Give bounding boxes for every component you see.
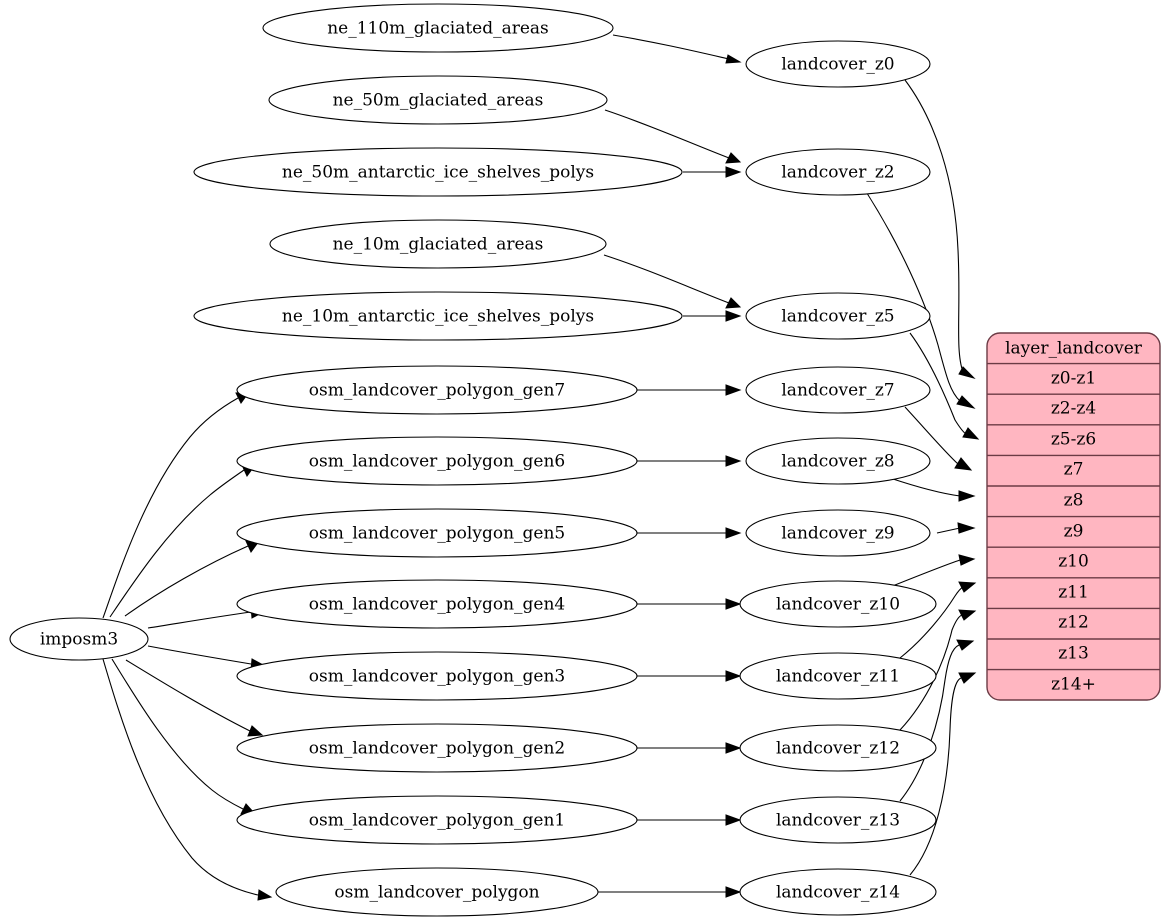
node-osm-landcover-polygon-gen4-label: osm_landcover_polygon_gen4 <box>309 595 565 615</box>
edge-gen5-to-lc-z9 <box>637 527 742 539</box>
table-row-z0-z1[interactable]: z0-z1 <box>1051 369 1096 389</box>
node-osm-landcover-polygon-gen4[interactable]: osm_landcover_polygon_gen4 <box>236 579 638 629</box>
node-ne-50m-antarctic-ice-shelves-polys-label: ne_50m_antarctic_ice_shelves_polys <box>282 163 594 183</box>
node-landcover-z10[interactable]: landcover_z10 <box>739 580 937 628</box>
edge-lc-z8-to-row-z8 <box>889 477 976 502</box>
edge-imposm3-to-gen2 <box>125 659 264 737</box>
node-landcover-z2-label: landcover_z2 <box>781 163 894 183</box>
table-row-z12[interactable]: z12 <box>1058 613 1089 633</box>
node-landcover-z8-label: landcover_z8 <box>781 452 894 472</box>
node-landcover-z11[interactable]: landcover_z11 <box>739 652 937 700</box>
node-landcover-z12[interactable]: landcover_z12 <box>739 724 937 772</box>
node-osm-landcover-polygon-gen2-label: osm_landcover_polygon_gen2 <box>309 739 565 759</box>
edge-gen4-to-lc-z10 <box>637 598 742 610</box>
node-landcover-z9[interactable]: landcover_z9 <box>745 509 931 557</box>
edge-lc-z2-to-row-z2z4 <box>864 189 976 409</box>
edge-ne50aisp-to-lc-z2 <box>683 166 742 178</box>
node-osm-landcover-polygon-gen1-label: osm_landcover_polygon_gen1 <box>309 811 565 831</box>
table-row-z14-plus[interactable]: z14+ <box>1051 675 1096 695</box>
edge-lc-z10-to-row-z10 <box>889 554 976 588</box>
edge-imposm3-to-gen1 <box>111 658 257 815</box>
node-ne-110m-glaciated-areas-label: ne_110m_glaciated_areas <box>327 19 549 39</box>
edge-lc-z14-to-row-z14plus <box>909 672 977 876</box>
edge-layer <box>102 34 980 901</box>
table-row-z13[interactable]: z13 <box>1058 644 1089 664</box>
edge-ne10aisp-to-lc-z5 <box>683 310 742 322</box>
edge-ne10ga-to-lc-z5 <box>603 254 742 309</box>
node-landcover-z7[interactable]: landcover_z7 <box>745 366 931 414</box>
edge-gen7-to-lc-z7 <box>637 384 742 396</box>
table-row-z9[interactable]: z9 <box>1064 522 1084 542</box>
node-ne-10m-antarctic-ice-shelves-polys[interactable]: ne_10m_antarctic_ice_shelves_polys <box>193 291 683 341</box>
node-landcover-z12-label: landcover_z12 <box>776 739 900 759</box>
node-osm-landcover-polygon-gen3[interactable]: osm_landcover_polygon_gen3 <box>236 651 638 701</box>
node-osm-landcover-polygon-gen6[interactable]: osm_landcover_polygon_gen6 <box>236 436 638 486</box>
node-landcover-z0-label: landcover_z0 <box>781 55 894 75</box>
edge-lc-z13-to-row-z13 <box>899 639 975 802</box>
edge-gen0-to-lc-z14 <box>598 886 742 898</box>
node-imposm3[interactable]: imposm3 <box>9 617 149 661</box>
edge-lc-z11-to-row-z11 <box>899 581 977 659</box>
node-landcover-z13-label: landcover_z13 <box>776 811 900 831</box>
node-ne-50m-glaciated-areas[interactable]: ne_50m_glaciated_areas <box>268 75 608 125</box>
node-osm-landcover-polygon-gen2[interactable]: osm_landcover_polygon_gen2 <box>236 723 638 773</box>
table-row-z10[interactable]: z10 <box>1058 552 1089 572</box>
node-osm-landcover-polygon-gen5-label: osm_landcover_polygon_gen5 <box>309 524 565 544</box>
edge-imposm3-to-gen0 <box>102 658 273 901</box>
edge-gen3-to-lc-z11 <box>637 670 742 682</box>
node-landcover-z10-label: landcover_z10 <box>776 595 900 615</box>
node-landcover-z13[interactable]: landcover_z13 <box>739 796 937 844</box>
table-header-label: layer_landcover <box>1005 339 1143 359</box>
node-ne-10m-antarctic-ice-shelves-polys-label: ne_10m_antarctic_ice_shelves_polys <box>282 307 594 327</box>
node-landcover-z0[interactable]: landcover_z0 <box>745 40 931 88</box>
table-row-separators <box>987 362 1160 671</box>
node-landcover-z2[interactable]: landcover_z2 <box>745 148 931 196</box>
table-row-z7[interactable]: z7 <box>1064 460 1084 480</box>
edge-imposm3-to-gen3 <box>147 645 265 671</box>
edge-gen1-to-lc-z13 <box>637 814 742 826</box>
edge-imposm3-to-gen7 <box>102 391 251 619</box>
node-ne-10m-glaciated-areas[interactable]: ne_10m_glaciated_areas <box>269 219 607 269</box>
node-osm-landcover-polygon[interactable]: osm_landcover_polygon <box>275 867 599 917</box>
node-ne-110m-glaciated-areas[interactable]: ne_110m_glaciated_areas <box>262 3 614 53</box>
edge-gen6-to-lc-z8 <box>637 455 742 467</box>
node-osm-landcover-polygon-label: osm_landcover_polygon <box>334 883 539 903</box>
node-landcover-z9-label: landcover_z9 <box>781 524 894 544</box>
edge-ne110ga-to-lc-z0 <box>612 34 742 64</box>
node-landcover-z5-label: landcover_z5 <box>781 307 894 327</box>
edge-ne50ga-to-lc-z2 <box>604 109 742 164</box>
node-osm-landcover-polygon-gen5[interactable]: osm_landcover_polygon_gen5 <box>236 508 638 558</box>
table-row-z8[interactable]: z8 <box>1064 491 1084 511</box>
node-landcover-z14-label: landcover_z14 <box>776 883 900 903</box>
node-osm-landcover-polygon-gen7[interactable]: osm_landcover_polygon_gen7 <box>236 365 638 415</box>
edge-lc-z7-to-row-z7 <box>904 406 973 471</box>
edge-lc-z0-to-row-z0z1 <box>904 79 976 379</box>
node-osm-landcover-polygon-gen1[interactable]: osm_landcover_polygon_gen1 <box>236 795 638 845</box>
node-osm-landcover-polygon-gen7-label: osm_landcover_polygon_gen7 <box>309 381 565 401</box>
node-ne-10m-glaciated-areas-label: ne_10m_glaciated_areas <box>333 235 544 255</box>
node-landcover-z14[interactable]: landcover_z14 <box>739 868 937 916</box>
node-landcover-z11-label: landcover_z11 <box>776 667 900 687</box>
edge-lc-z5-to-row-z5z6 <box>909 332 980 440</box>
node-landcover-z7-label: landcover_z7 <box>781 381 894 401</box>
node-imposm3-label: imposm3 <box>40 630 118 650</box>
node-landcover-z8[interactable]: landcover_z8 <box>745 437 931 485</box>
table-row-z11[interactable]: z11 <box>1058 583 1089 603</box>
edge-gen2-to-lc-z12 <box>637 742 742 754</box>
edge-lc-z9-to-row-z9 <box>936 522 976 534</box>
node-osm-landcover-polygon-gen6-label: osm_landcover_polygon_gen6 <box>309 452 565 472</box>
table-row-z5-z6[interactable]: z5-z6 <box>1051 430 1096 450</box>
node-osm-landcover-polygon-gen3-label: osm_landcover_polygon_gen3 <box>309 667 565 687</box>
node-landcover-z5[interactable]: landcover_z5 <box>745 292 931 340</box>
edge-lc-z12-to-row-z12 <box>899 609 977 731</box>
node-ne-50m-glaciated-areas-label: ne_50m_glaciated_areas <box>333 91 544 111</box>
layer-landcover-table[interactable]: layer_landcover z0-z1 z2-z4 z5-z6 z7 z8 … <box>986 332 1161 701</box>
table-row-z2-z4[interactable]: z2-z4 <box>1051 399 1096 419</box>
node-ne-50m-antarctic-ice-shelves-polys[interactable]: ne_50m_antarctic_ice_shelves_polys <box>193 147 683 197</box>
